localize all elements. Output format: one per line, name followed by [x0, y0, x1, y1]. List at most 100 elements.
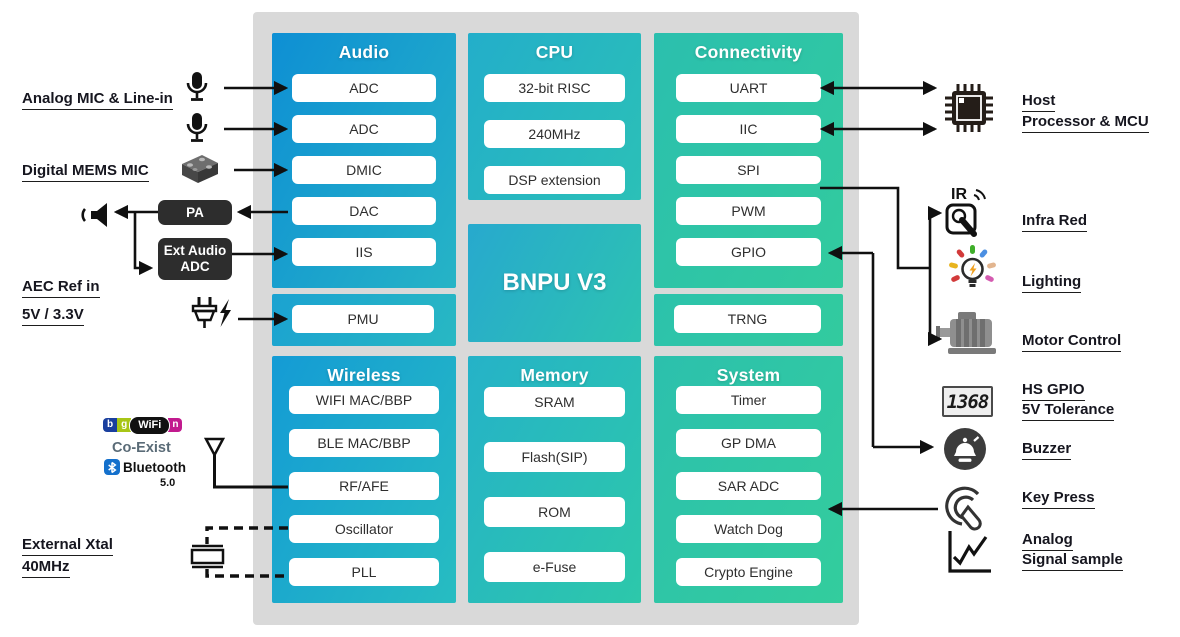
module-box: Crypto Engine [676, 558, 821, 586]
audio-block: Audio ADC ADC DMIC DAC IIS [272, 33, 456, 288]
module-box: Watch Dog [676, 515, 821, 543]
memory-block: Memory SRAM Flash(SIP) ROM e-Fuse [468, 356, 641, 603]
pa-box: PA [158, 200, 232, 225]
label-hs-gpio-line2: 5V Tolerance [1022, 401, 1115, 421]
module-box: PLL [289, 558, 439, 586]
crystal-icon [190, 526, 288, 578]
block-title: Wireless [327, 365, 401, 385]
bluetooth-version: 5.0 [160, 477, 176, 489]
connectivity-modules: UART IIC SPI PWM GPIO [676, 74, 821, 266]
module-box: SPI [676, 156, 821, 184]
block-title: Audio [338, 42, 390, 62]
label-aec-ref: AEC Ref in [22, 278, 100, 298]
module-box: DSP extension [484, 166, 625, 194]
module-box: 240MHz [484, 120, 625, 148]
module-box: PWM [676, 197, 821, 225]
label-voltage: 5V / 3.3V [22, 306, 84, 326]
label-xtal-line1: External Xtal [22, 536, 113, 556]
light-bulb-icon [949, 245, 996, 287]
motor-icon [936, 312, 996, 354]
block-title: CPU [535, 42, 574, 62]
module-box: 32-bit RISC [484, 74, 625, 102]
module-box: ROM [484, 497, 625, 527]
label-analog-line2: Signal sample [1022, 551, 1123, 571]
module-box: PMU [292, 305, 434, 333]
microphone-icon [186, 113, 208, 142]
label-lighting: Lighting [1022, 273, 1082, 293]
module-box: BLE MAC/BBP [289, 429, 439, 457]
module-box: DMIC [292, 156, 436, 184]
label-xtal-line2: 40MHz [22, 558, 70, 578]
label-digital-mems: Digital MEMS MIC [22, 162, 149, 182]
module-box: DAC [292, 197, 436, 225]
block-title: Memory [520, 365, 589, 385]
module-box: SAR ADC [676, 472, 821, 500]
pmu-block: PMU [272, 294, 456, 346]
module-box: IIS [292, 238, 436, 266]
core-title: BNPU V3 [502, 269, 607, 296]
ext-audio-line2: ADC [180, 259, 210, 274]
key-press-icon [945, 486, 982, 531]
wifi-n-badge: n [168, 418, 183, 432]
signal-chart-icon [948, 531, 991, 573]
pa-label: PA [186, 204, 204, 220]
block-title: System [716, 365, 781, 385]
wifi-g-badge: g [117, 418, 132, 432]
module-box: ADC [292, 115, 436, 143]
audio-modules: ADC ADC DMIC DAC IIS [292, 74, 436, 266]
ext-audio-line1: Ext Audio [163, 243, 227, 259]
label-infra-red: Infra Red [1022, 212, 1088, 232]
label-host-line1: Host [1022, 92, 1056, 112]
bluetooth-word: Bluetooth [123, 459, 186, 475]
bnpu-core-block: BNPU V3 [468, 224, 641, 342]
label-hs-gpio-line1: HS GPIO [1022, 381, 1085, 401]
microphone-icon [186, 72, 208, 101]
module-box: Timer [676, 386, 821, 414]
trng-modules: TRNG [674, 305, 821, 333]
module-box: UART [676, 74, 821, 102]
coexist-label: Co-Exist [112, 440, 171, 456]
bluetooth-rune-icon [104, 459, 120, 475]
seven-segment-display: 1368 [942, 386, 993, 417]
trng-block: TRNG [654, 294, 843, 346]
module-box: IIC [676, 115, 821, 143]
label-motor-control: Motor Control [1022, 332, 1122, 352]
buzzer-bell-icon [944, 428, 986, 470]
mcu-chip-icon [945, 84, 993, 132]
memory-modules: SRAM Flash(SIP) ROM e-Fuse [484, 387, 625, 582]
label-analog-mic: Analog MIC & Line-in [22, 90, 173, 110]
seven-segment-value: 1368 [946, 390, 990, 413]
power-plug-icon [191, 297, 231, 328]
module-box: ADC [292, 74, 436, 102]
bluetooth-logo: Bluetooth [104, 459, 186, 475]
label-analog-line1: Analog [1022, 531, 1073, 551]
module-box: Flash(SIP) [484, 442, 625, 472]
block-title: Connectivity [694, 42, 803, 62]
module-box: GPIO [676, 238, 821, 266]
wifi-b-badge: b [103, 418, 118, 432]
pmu-modules: PMU [292, 305, 434, 333]
module-box: WIFI MAC/BBP [289, 386, 439, 414]
label-buzzer: Buzzer [1022, 440, 1072, 460]
wireless-block: Wireless WIFI MAC/BBP BLE MAC/BBP RF/AFE Os… [272, 356, 456, 603]
wifi-logo: b g WiFi n [103, 415, 183, 435]
svg-text:IR: IR [951, 186, 967, 203]
ext-audio-adc-box: Ext Audio ADC [158, 238, 232, 280]
label-host-line2: Processor & MCU [1022, 113, 1149, 133]
label-key-press: Key Press [1022, 489, 1095, 509]
antenna-icon [203, 437, 288, 489]
module-box: GP DMA [676, 429, 821, 457]
module-box: e-Fuse [484, 552, 625, 582]
module-box: SRAM [484, 387, 625, 417]
wifi-core-badge: WiFi [129, 415, 171, 435]
speaker-icon [81, 203, 107, 227]
module-box: RF/AFE [289, 472, 439, 500]
connectivity-block: Connectivity UART IIC SPI PWM GPIO [654, 33, 843, 288]
mems-mic-icon [182, 155, 218, 183]
module-box: Oscillator [289, 515, 439, 543]
